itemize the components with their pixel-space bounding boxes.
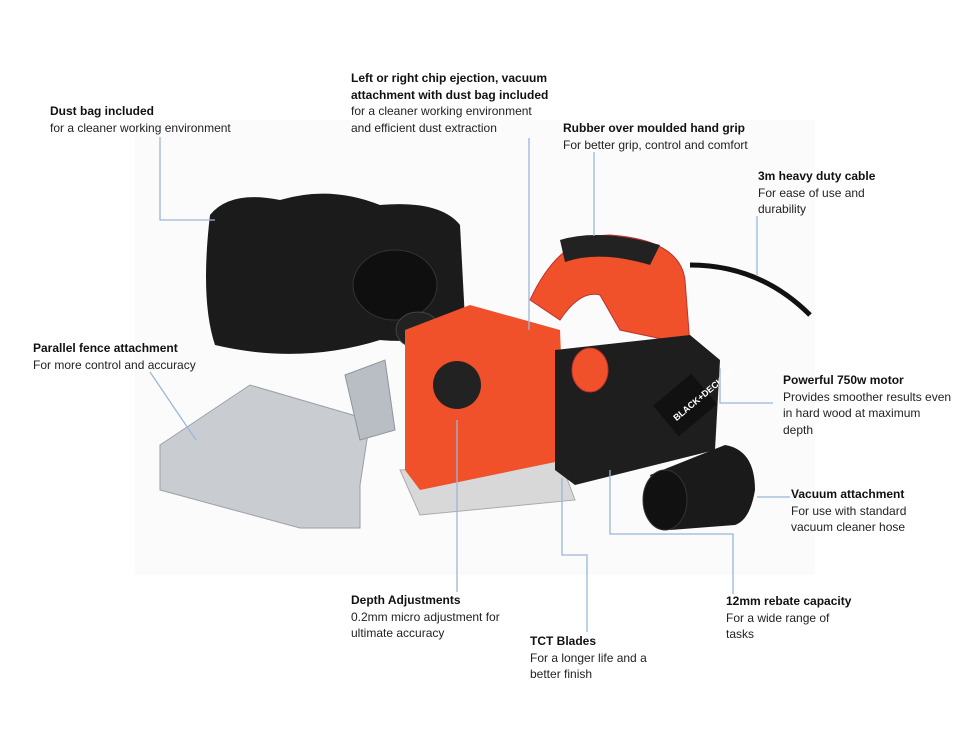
callout-desc: Provides smoother results even in hard w… <box>783 389 952 437</box>
callout-title: TCT Blades <box>530 634 597 648</box>
callout-desc: For better grip, control and comfort <box>563 137 748 152</box>
callout-title: Powerful 750w motor <box>783 373 904 387</box>
callout-desc: 0.2mm micro adjustment for ultimate accu… <box>351 609 500 641</box>
callout-title: Dust bag included <box>50 104 155 118</box>
vacuum-attachment <box>642 445 755 531</box>
leader-lines <box>149 137 790 632</box>
parallel-fence <box>159 359 396 529</box>
callout-title: Parallel fence attachment <box>33 341 178 355</box>
callout-desc: For more control and accuracy <box>33 357 196 372</box>
dust-bag <box>206 193 465 354</box>
callout-title: 12mm rebate capacity <box>726 594 852 608</box>
callout-desc: For a wide range of tasks <box>726 610 830 642</box>
callout-desc: For ease of use and durability <box>758 185 865 217</box>
callout-desc: for a cleaner working environment and ef… <box>351 104 532 135</box>
callout-chip-ejection: Left or right chip ejection, vacuum atta… <box>351 70 548 136</box>
callout-vacuum-attachment: Vacuum attachment For use with standard … <box>791 486 906 536</box>
callout-tct-blades: TCT Blades For a longer life and a bette… <box>530 633 647 683</box>
callout-desc: For a longer life and a better finish <box>530 650 647 682</box>
callout-desc: For use with standard vacuum cleaner hos… <box>791 503 907 535</box>
callout-title: Depth Adjustments <box>351 593 461 607</box>
callout-hand-grip: Rubber over moulded hand grip For better… <box>563 120 748 153</box>
callout-title: Vacuum attachment <box>791 487 905 501</box>
callout-cable: 3m heavy duty cable For ease of use and … <box>758 168 875 218</box>
callout-title: Left or right chip ejection, vacuum atta… <box>351 71 549 102</box>
callout-depth-adjustments: Depth Adjustments 0.2mm micro adjustment… <box>351 592 500 642</box>
planer-tool: BLACK+DECKER <box>399 234 812 516</box>
callout-desc: for a cleaner working environment <box>50 120 231 135</box>
callout-dust-bag: Dust bag included for a cleaner working … <box>50 103 231 136</box>
callout-title: 3m heavy duty cable <box>758 169 876 183</box>
callout-motor: Powerful 750w motor Provides smoother re… <box>783 372 951 438</box>
callout-parallel-fence: Parallel fence attachment For more contr… <box>33 340 196 373</box>
callout-rebate-capacity: 12mm rebate capacity For a wide range of… <box>726 593 851 643</box>
callout-title: Rubber over moulded hand grip <box>563 121 746 135</box>
